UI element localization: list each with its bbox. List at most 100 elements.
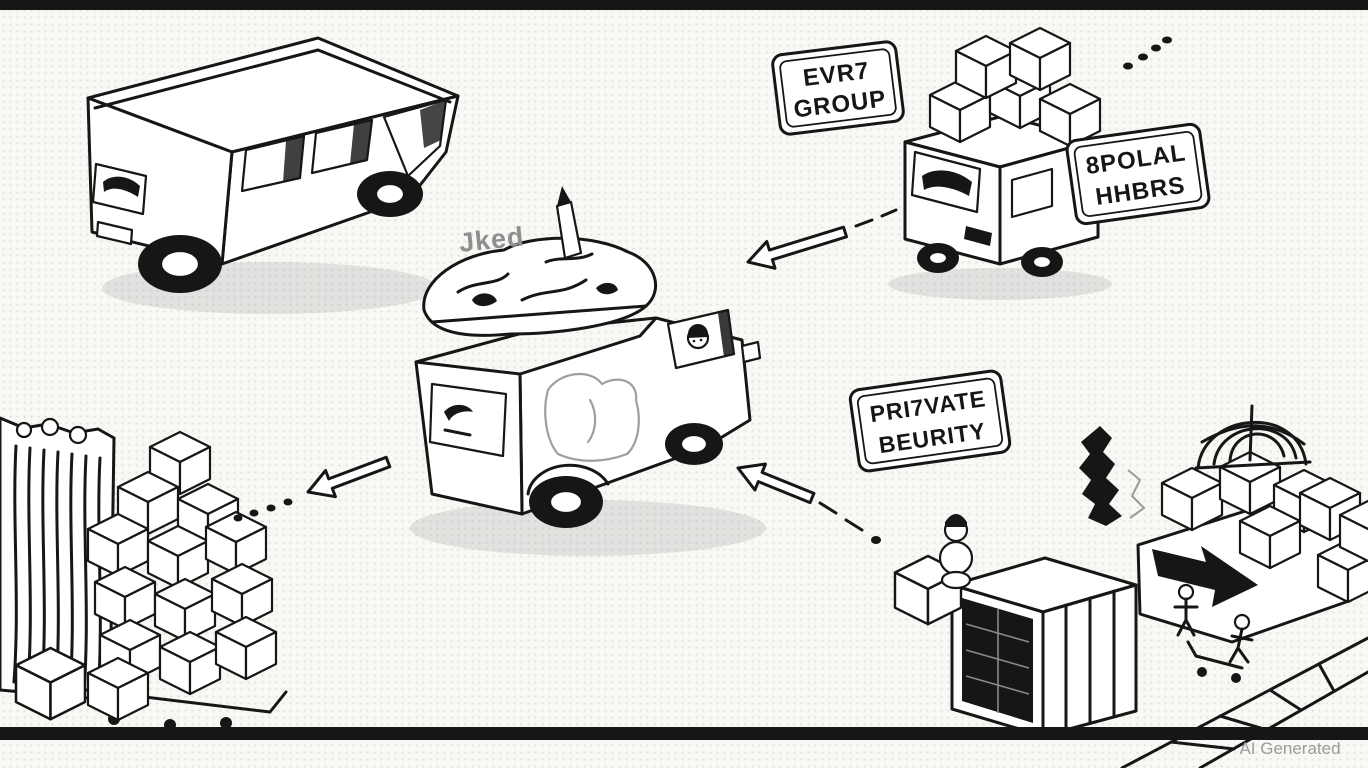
cart-handle [268,690,288,714]
sign-inner-border [1073,130,1203,218]
window-shade [350,120,372,164]
truck-shadow [888,268,1112,300]
dashed-arrow-from-dock [736,462,881,544]
side-hatch [1010,167,1054,219]
parcel-box [93,565,157,631]
water-line [68,452,74,692]
figure-body [938,540,974,576]
cart-wheel [220,717,232,729]
driver-eye [699,338,703,342]
parcel-box [153,577,217,643]
trail-dot [1123,62,1133,70]
hub [927,250,949,266]
rear-hub [159,249,201,279]
cage-dome-base [1194,460,1312,470]
wheel-arch [526,463,610,496]
water-line [12,444,18,684]
sign-board [1065,122,1211,226]
figure-base [940,570,972,590]
worker-head [1233,613,1251,631]
figure-hat [945,514,967,527]
arrow-dashes [818,501,864,532]
sign-private-security: PRI7VATE BEURITY [848,369,1012,473]
parcel-box [954,34,1018,100]
foam-rock [40,417,60,437]
dashed-arrow-from-truck [746,208,898,270]
trail-dot [266,504,276,512]
map-squiggle [544,252,594,264]
central-van-with-map-roof: Jked [410,186,766,556]
map-blob-echo [1127,469,1146,519]
cab-window-shade [718,310,734,357]
worker-head [1177,583,1195,601]
parcel-box [86,512,150,578]
driver-cap [687,323,708,338]
handcart-wheel [1197,667,1207,677]
sign-special-hours: 8POLAL HHBRS [1065,122,1211,226]
trail-dot [283,498,293,506]
arrow-outline [746,225,848,270]
logo-swoosh [103,176,140,197]
windshield-shade [420,100,446,148]
parcel-box [204,510,268,576]
exhaust-box [964,226,992,246]
trail-dot [871,536,881,544]
map-squiggle [520,278,588,302]
panel-line [443,428,472,437]
parcel-box [14,646,87,721]
trail-dot [1138,53,1148,61]
dashed-arrow-to-parcel-stack [233,455,392,522]
driver-eye [692,339,696,343]
panel-logo [444,404,473,421]
side-mirror [740,340,762,364]
parcel-box [158,630,222,696]
water-line [82,454,88,694]
rear-panel [428,382,508,458]
parcel-box [210,562,274,628]
ai-generated-watermark: AI Generated [1239,739,1340,758]
parcel-box [1008,26,1072,92]
parcel-box [146,524,210,590]
delivery-van-top-left [86,36,460,314]
bold-black-arrow [1152,546,1258,607]
parcel-box [1160,466,1224,532]
rear-hub [548,489,584,515]
hub [1031,254,1053,270]
arrow-outline [736,462,816,505]
map-squiggle [456,272,510,294]
arrow-dashes [854,208,898,228]
trail-dot [249,509,259,517]
worker-body [1228,627,1254,664]
window-shade [283,136,304,182]
handcart [1186,640,1244,670]
rear-logo-panel [91,162,148,216]
license-plate [95,220,134,246]
handcart-wheel [1231,673,1241,683]
sign-inner-border [856,377,1004,465]
cage-dome-ribs [1200,404,1306,466]
map-blot [472,293,497,307]
top-frame-bar [0,0,1368,10]
parcel-box [86,656,150,722]
van-logo-text: Jked [457,221,525,258]
roof-rim-line [93,48,452,110]
side-sketch-line [586,398,597,444]
sign-board [771,40,905,136]
map-blot [596,282,618,295]
arrow-outline [306,455,392,499]
container-planks [1064,589,1116,732]
container-shelves [965,609,1030,713]
bottom-frame-bar [0,727,1368,740]
foam-rock [68,425,88,445]
dark-map-blob [1079,426,1122,526]
sign-board [848,369,1012,473]
parcel-box [214,615,278,681]
footprint-dots-top-right [1123,36,1172,70]
sign-inner-border [779,48,897,128]
logo-swoosh [922,170,972,196]
parcel-box [1238,504,1302,570]
ramp-rungs [1169,662,1336,751]
ramp-rails [1120,636,1368,768]
